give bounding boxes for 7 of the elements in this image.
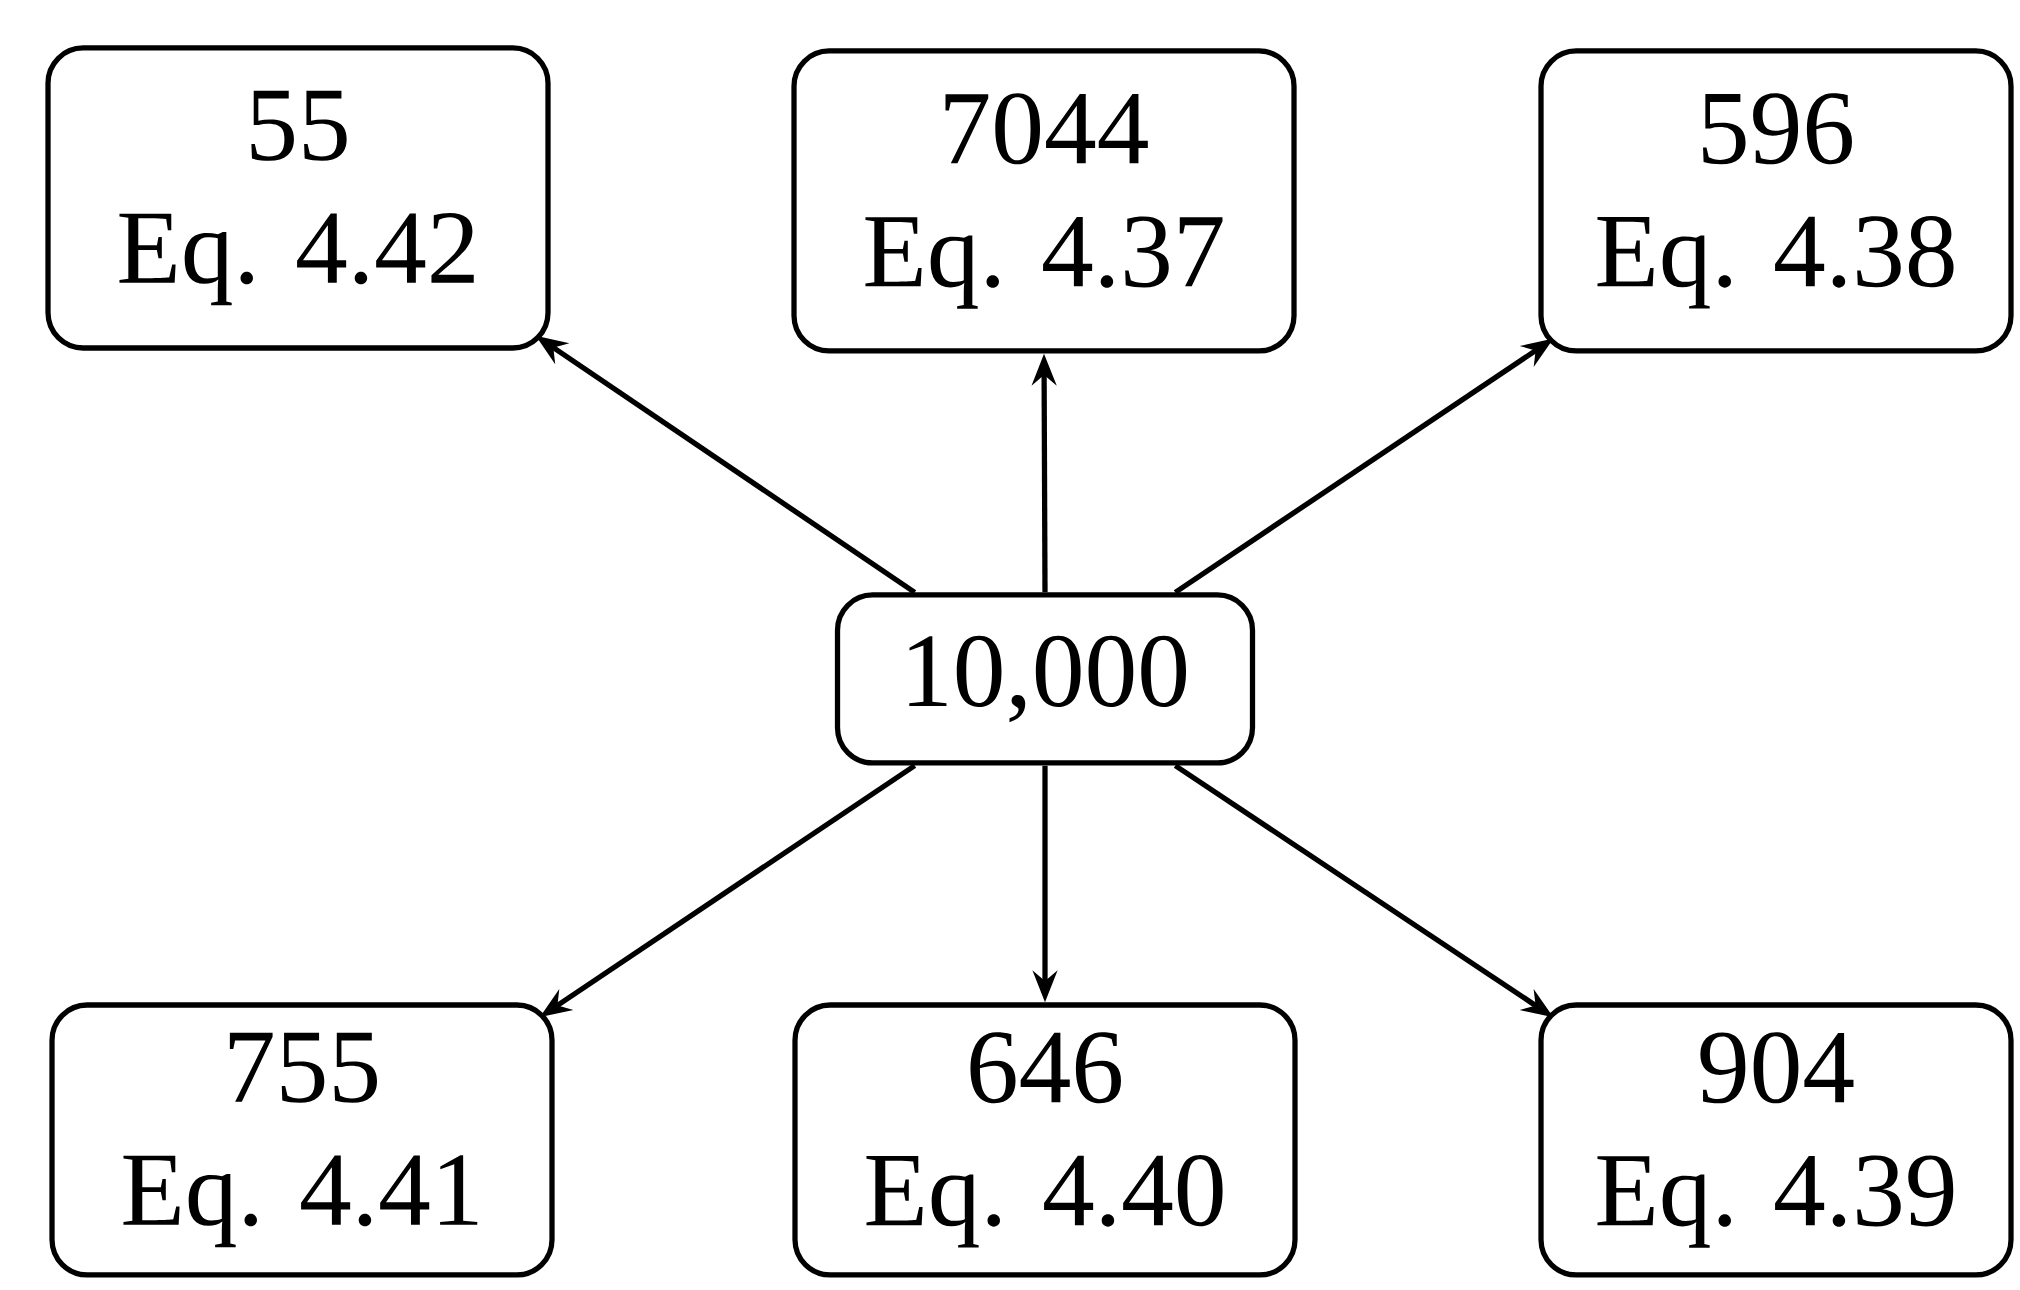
- value-box: 7044 Eq. 4.37: [791, 48, 1297, 354]
- value-box: 755 Eq. 4.41: [49, 1002, 555, 1278]
- value-box: 55 Eq. 4.42: [45, 45, 551, 351]
- value-box: 10,000: [834, 592, 1256, 766]
- value-box: 596 Eq. 4.38: [1538, 48, 2014, 354]
- value-box: 904 Eq. 4.39: [1538, 1002, 2014, 1278]
- value-box: 646 Eq. 4.40: [792, 1002, 1298, 1278]
